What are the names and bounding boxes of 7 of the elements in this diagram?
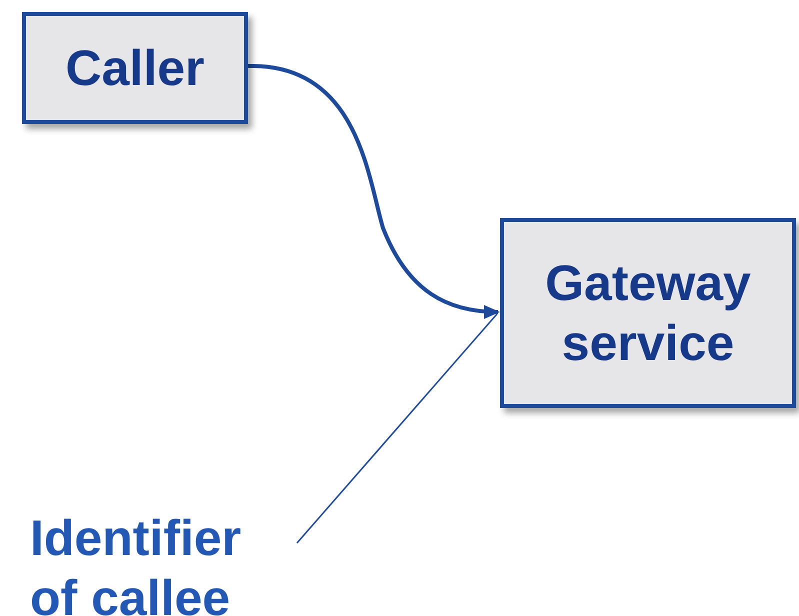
process-box [500, 218, 796, 408]
process-box [22, 12, 248, 124]
annotation-text: Identifier of callee [30, 510, 242, 616]
box-label: Caller [66, 39, 204, 98]
leader-line [296, 314, 498, 544]
curved-arrow [248, 64, 500, 318]
box-label: Gateway service [544, 254, 752, 373]
